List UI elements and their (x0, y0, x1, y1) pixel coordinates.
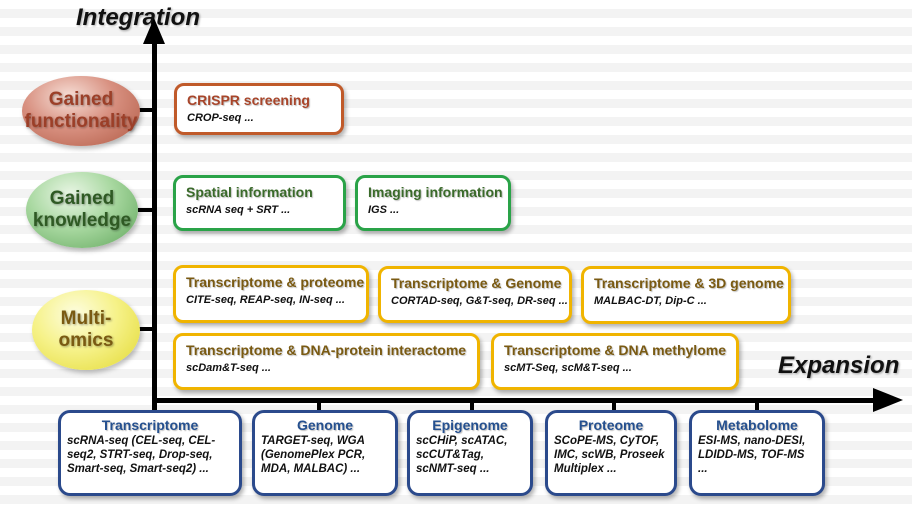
box-title: Proteome (578, 417, 644, 433)
connector-transcriptome (152, 400, 157, 412)
level-label-line1: Multi- (60, 308, 112, 329)
connector-metabolome (755, 400, 759, 412)
horizontal-axis-label: Expansion (778, 352, 900, 379)
box-genome: Genome TARGET-seq, WGA (GenomePlex PCR, … (252, 410, 398, 496)
connector-epigenome (470, 400, 474, 412)
level-gained-knowledge: Gained knowledge (26, 172, 138, 248)
box-title: Transcriptome & DNA-protein interactome (186, 342, 467, 358)
box-transcriptome: Transcriptome scRNA-seq (CEL-seq, CEL-se… (58, 410, 242, 496)
box-methods: MALBAC-DT, Dip-C ... (594, 295, 707, 307)
box-transcriptome-dna-methylome: Transcriptome & DNA methylome scMT-Seq, … (491, 333, 739, 390)
box-title: Genome (296, 417, 353, 433)
level-multi-omics: Multi- omics (32, 290, 140, 370)
box-methods: CORTAD-seq, G&T-seq, DR-seq ... (391, 295, 568, 307)
box-proteome: Proteome SCoPE-MS, CyTOF, IMC, scWB, Pro… (545, 410, 677, 496)
level-gained-functionality: Gained functionality (22, 76, 140, 146)
box-methods: scMT-Seq, scM&T-seq ... (504, 362, 632, 374)
box-transcriptome-genome: Transcriptome & Genome CORTAD-seq, G&T-s… (378, 266, 572, 323)
level-label-line2: knowledge (32, 210, 132, 231)
level-label-line1: Gained (49, 188, 115, 209)
box-methods: scCHiP, scATAC, scCUT&Tag, scNMT-seq ... (416, 435, 508, 475)
level-label-line2: omics (58, 330, 114, 351)
expansion-axis (152, 398, 877, 403)
box-methods: TARGET-seq, WGA (GenomePlex PCR, MDA, MA… (261, 435, 366, 475)
box-title: Transcriptome (101, 417, 199, 433)
box-title: Metabolome (716, 417, 798, 433)
box-transcriptome-proteome: Transcriptome & proteome CITE-seq, REAP-… (173, 265, 369, 323)
connector-multiomics (138, 327, 154, 331)
box-title: Imaging information (368, 184, 503, 200)
box-title: Spatial information (186, 184, 313, 200)
box-methods: CROP-seq ... (187, 112, 254, 124)
integration-axis (152, 42, 157, 402)
box-methods: scDam&T-seq ... (186, 362, 271, 374)
box-metabolome: Metabolome ESI-MS, nano-DESI, LDIDD-MS, … (689, 410, 825, 496)
box-methods: CITE-seq, REAP-seq, IN-seq ... (186, 294, 345, 306)
box-methods: IGS ... (368, 204, 400, 216)
box-transcriptome-3d-genome: Transcriptome & 3D genome MALBAC-DT, Dip… (581, 266, 791, 324)
box-title: Transcriptome & 3D genome (594, 275, 784, 291)
connector-knowledge (138, 208, 154, 212)
box-methods: ESI-MS, nano-DESI, LDIDD-MS, TOF-MS ... (698, 435, 806, 475)
connector-proteome (612, 400, 616, 412)
integration-axis-arrowhead (143, 18, 165, 44)
expansion-axis-arrowhead (873, 388, 903, 412)
connector-functionality (138, 108, 154, 112)
level-label-line2: functionality (24, 111, 138, 132)
box-methods: SCoPE-MS, CyTOF, IMC, scWB, Proseek Mult… (554, 435, 665, 475)
connector-genome (317, 400, 321, 412)
box-title: Transcriptome & proteome (186, 274, 365, 290)
box-title: Transcriptome & Genome (391, 275, 562, 291)
box-spatial-information: Spatial information scRNA seq + SRT ... (173, 175, 346, 231)
box-title: Epigenome (432, 417, 508, 433)
vertical-axis-label: Integration (76, 4, 200, 31)
box-title: Transcriptome & DNA methylome (504, 342, 726, 358)
level-label-line1: Gained (48, 89, 114, 110)
box-methods: scRNA-seq (CEL-seq, CEL-seq2, STRT-seq, … (67, 435, 216, 475)
box-imaging-information: Imaging information IGS ... (355, 175, 511, 231)
box-crispr-screening: CRISPR screening CROP-seq ... (174, 83, 344, 135)
box-title: CRISPR screening (187, 92, 310, 108)
box-epigenome: Epigenome scCHiP, scATAC, scCUT&Tag, scN… (407, 410, 533, 496)
box-methods: scRNA seq + SRT ... (186, 204, 291, 216)
box-transcriptome-dna-protein-interactome: Transcriptome & DNA-protein interactome … (173, 333, 480, 390)
